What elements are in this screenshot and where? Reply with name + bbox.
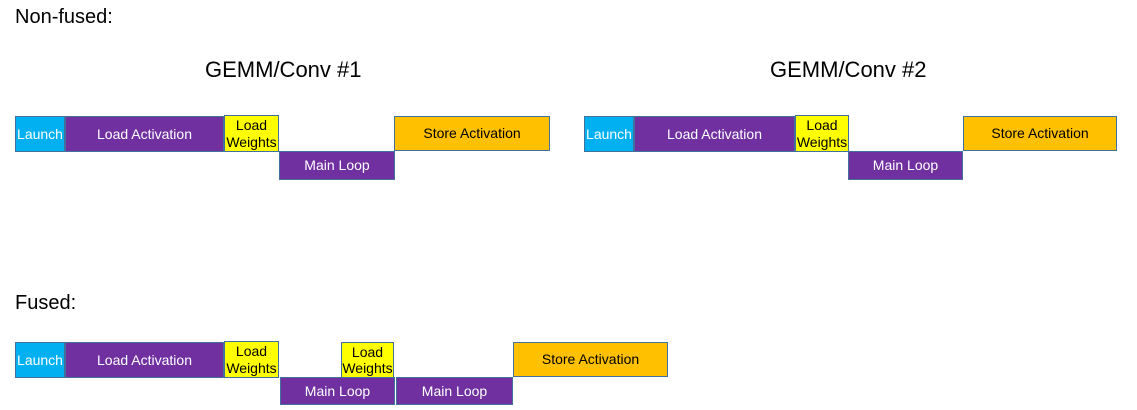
nonfused-1-load-activation-box: Load Activation: [65, 116, 224, 152]
non-fused-section-label: Non-fused:: [15, 6, 113, 28]
gemm-conv-1-title: GEMM/Conv #1: [205, 57, 362, 82]
fused-store-activation-box: Store Activation: [513, 342, 668, 377]
fused-load-weights-2-box: Load Weights: [341, 342, 394, 378]
nonfused-1-main-loop-box: Main Loop: [279, 151, 395, 180]
fused-load-weights-1-box: Load Weights: [224, 341, 279, 378]
fused-main-loop-1-box: Main Loop: [280, 377, 395, 405]
gemm-conv-2-title: GEMM/Conv #2: [770, 57, 927, 82]
fused-launch-box: Launch: [15, 342, 65, 378]
nonfused-2-store-activation-box: Store Activation: [963, 116, 1117, 151]
nonfused-1-launch-box: Launch: [15, 116, 65, 152]
fused-section-label: Fused:: [15, 292, 77, 314]
nonfused-1-load-weights-box: Load Weights: [224, 115, 279, 152]
fused-main-loop-2-box: Main Loop: [396, 377, 513, 405]
nonfused-2-load-weights-box: Load Weights: [795, 115, 849, 152]
fused-load-activation-box: Load Activation: [65, 342, 224, 378]
nonfused-2-load-activation-box: Load Activation: [634, 116, 795, 152]
nonfused-2-launch-box: Launch: [584, 116, 634, 152]
nonfused-2-main-loop-box: Main Loop: [848, 151, 963, 180]
nonfused-1-store-activation-box: Store Activation: [394, 116, 550, 151]
